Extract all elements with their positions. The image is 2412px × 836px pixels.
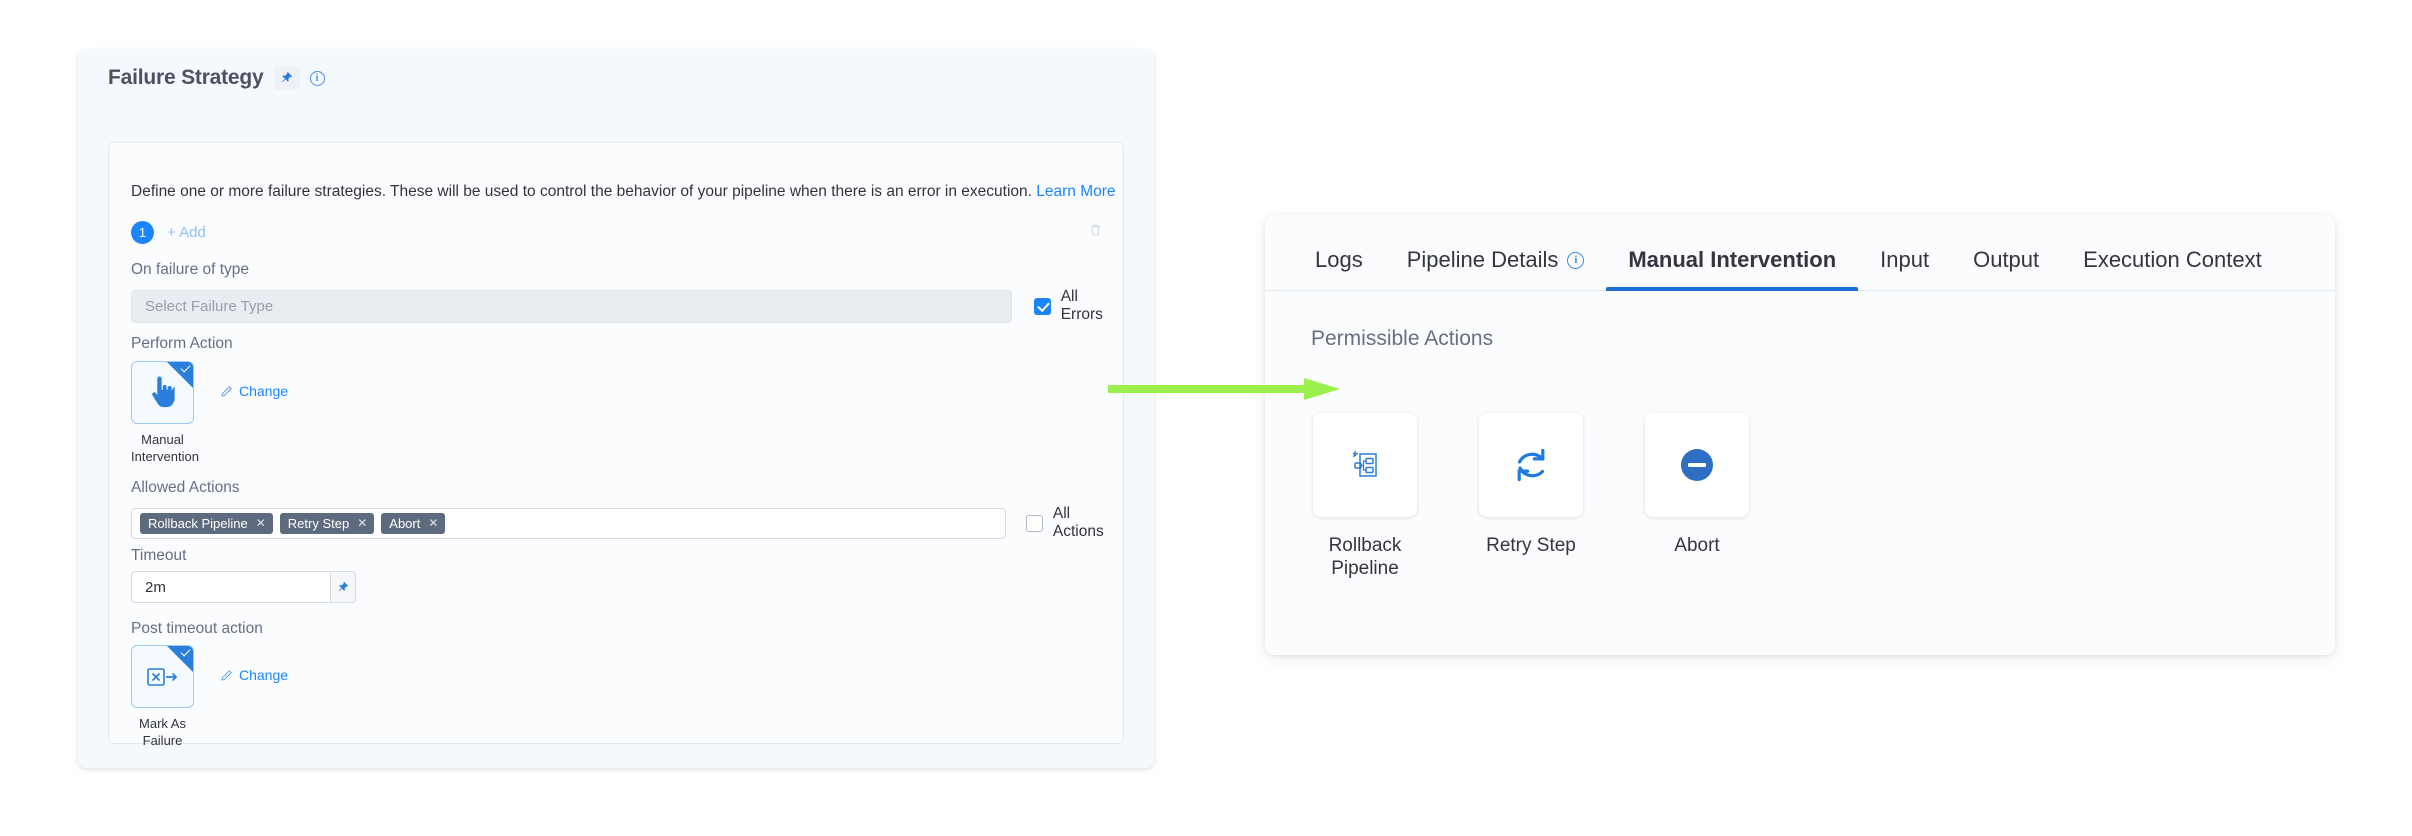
chip-label: Rollback Pipeline [148, 515, 248, 531]
failure-type-select[interactable]: Select Failure Type [131, 289, 1013, 323]
detail-tabs: Logs Pipeline Details i Manual Intervent… [1265, 215, 2335, 291]
tab-pipeline-details[interactable]: Pipeline Details i [1385, 247, 1607, 290]
strategy-step-row: 1 + Add [131, 221, 1103, 244]
trash-icon[interactable] [1088, 222, 1103, 243]
tab-label: Output [1973, 247, 2040, 272]
tab-label: Logs [1315, 247, 1363, 272]
page-title: Failure Strategy [108, 66, 264, 89]
chip-retry-step[interactable]: Retry Step ✕ [279, 512, 375, 534]
learn-more-link[interactable]: Learn More [1036, 183, 1116, 200]
info-icon[interactable]: i [309, 70, 325, 86]
rollback-pipeline-icon [1352, 450, 1377, 477]
mark-as-failure-tile[interactable] [131, 645, 194, 708]
change-perform-action-button[interactable]: Change [220, 383, 288, 399]
tab-execution-context[interactable]: Execution Context [2061, 247, 2284, 290]
retry-step-button[interactable] [1479, 413, 1583, 517]
timeout-label: Timeout [131, 547, 187, 564]
change-label: Change [239, 667, 289, 683]
chip-label: Retry Step [287, 515, 350, 531]
manual-intervention-tile[interactable] [131, 361, 194, 424]
pin-button[interactable] [273, 66, 300, 90]
strategy-step-badge[interactable]: 1 [131, 221, 154, 244]
selected-corner [167, 646, 193, 672]
all-errors-checkbox-wrap[interactable]: All Errors [1034, 288, 1123, 324]
chip-rollback-pipeline[interactable]: Rollback Pipeline ✕ [140, 512, 273, 534]
allowed-actions-label: Allowed Actions [131, 479, 240, 496]
perform-action-value: Manual Intervention [131, 432, 199, 465]
tab-label: Execution Context [2083, 247, 2262, 272]
tab-logs[interactable]: Logs [1293, 247, 1385, 290]
change-post-timeout-button[interactable]: Change [220, 667, 288, 683]
description-text: Define one or more failure strategies. T… [131, 183, 1116, 201]
tab-label: Manual Intervention [1628, 247, 1837, 272]
selected-corner [167, 362, 193, 388]
tab-label: Input [1880, 247, 1930, 272]
timeout-row: 2m [131, 571, 356, 603]
permissible-actions-list: Rollback Pipeline Retry Step [1311, 413, 2289, 580]
change-label: Change [239, 383, 289, 399]
post-timeout-value: Mark As Failure [139, 716, 186, 749]
allowed-actions-input[interactable]: Rollback Pipeline ✕ Retry Step ✕ Abort ✕ [131, 507, 1007, 539]
panel-body: Permissible Actions Rollback Pipeline [1265, 291, 2335, 580]
failure-strategy-card: Failure Strategy i Define one or more fa… [78, 50, 1154, 768]
chip-abort[interactable]: Abort ✕ [381, 512, 446, 534]
pencil-icon [221, 669, 232, 681]
green-arrow-icon [1108, 374, 1340, 404]
info-icon[interactable]: i [1567, 251, 1585, 269]
permissible-action-label: Retry Step [1486, 535, 1576, 556]
chip-remove-icon[interactable]: ✕ [428, 516, 439, 530]
retry-step-icon [1517, 448, 1545, 482]
tab-label: Pipeline Details [1406, 247, 1559, 272]
tab-input[interactable]: Input [1858, 247, 1951, 290]
mark-as-failure-icon [146, 667, 177, 686]
timeout-input[interactable]: 2m [131, 571, 331, 603]
post-timeout-wrap: Mark As Failure Change [131, 645, 288, 748]
permissible-action-abort: Abort [1645, 413, 1749, 580]
post-timeout-label: Post timeout action [131, 620, 263, 637]
step-detail-panel: Logs Pipeline Details i Manual Intervent… [1265, 215, 2335, 655]
tab-manual-intervention[interactable]: Manual Intervention [1606, 247, 1858, 291]
permissible-action-retry-step: Retry Step [1479, 413, 1583, 580]
tab-output[interactable]: Output [1951, 247, 2061, 290]
perform-action-label: Perform Action [131, 335, 233, 352]
chip-remove-icon[interactable]: ✕ [255, 516, 266, 530]
add-strategy-button[interactable]: + Add [167, 224, 206, 241]
all-actions-label: All Actions [1052, 505, 1104, 540]
permissible-action-label: Rollback Pipeline [1328, 535, 1402, 580]
failure-strategy-header: Failure Strategy i [78, 50, 1154, 102]
description-label: Define one or more failure strategies. T… [131, 183, 1032, 200]
permissible-action-label: Abort [1674, 535, 1720, 556]
all-actions-checkbox[interactable] [1026, 514, 1043, 532]
permissible-actions-title: Permissible Actions [1311, 327, 1494, 350]
perform-action-wrap: Manual Intervention Change [131, 361, 288, 464]
chip-remove-icon[interactable]: ✕ [357, 516, 368, 530]
all-errors-checkbox[interactable] [1034, 297, 1051, 315]
timeout-pin-button[interactable] [331, 571, 356, 603]
pencil-icon [221, 385, 232, 397]
failure-strategy-body: Define one or more failure strategies. T… [108, 142, 1124, 748]
rollback-pipeline-button[interactable] [1313, 413, 1417, 517]
failure-type-row: Select Failure Type All Errors [131, 288, 1123, 324]
permissible-action-rollback-pipeline: Rollback Pipeline [1313, 413, 1417, 580]
abort-icon [1681, 449, 1713, 481]
chip-label: Abort [389, 515, 421, 531]
pin-icon [280, 71, 293, 86]
pointing-hand-icon [151, 375, 175, 407]
pin-icon [338, 581, 349, 592]
abort-button[interactable] [1645, 413, 1749, 517]
all-actions-checkbox-wrap[interactable]: All Actions [1026, 505, 1123, 541]
allowed-actions-row: Rollback Pipeline ✕ Retry Step ✕ Abort ✕… [131, 505, 1123, 541]
all-errors-label: All Errors [1060, 288, 1103, 323]
on-failure-label: On failure of type [131, 261, 250, 278]
